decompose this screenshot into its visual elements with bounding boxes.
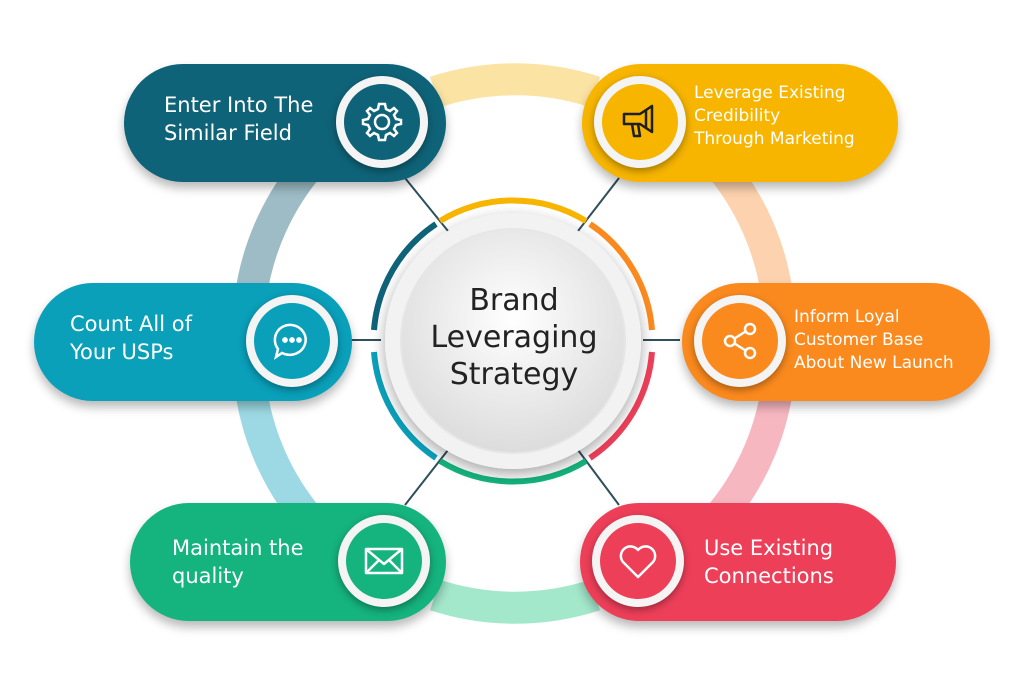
inner-arc-bottom-left: [371, 351, 438, 461]
icon-badge: [694, 295, 786, 387]
inner-arc-top: [438, 197, 588, 224]
envelope-icon: [346, 523, 422, 599]
icon-badge: [246, 295, 338, 387]
ring-segment-bottom: [430, 579, 600, 624]
icon-badge: [594, 76, 686, 168]
item-label: Leverage Existing Credibility Through Ma…: [694, 83, 855, 149]
megaphone-icon: [602, 84, 678, 160]
inner-arc-top-left: [371, 221, 438, 331]
inner-arc-bottom-right: [588, 351, 655, 461]
item-use-connections: Use Existing Connections: [580, 503, 896, 621]
item-label: Count All of Your USPs: [70, 312, 192, 364]
item-count-usps: Count All of Your USPs: [34, 283, 352, 401]
icon-badge: [336, 76, 428, 168]
item-label: Enter Into The Similar Field: [164, 93, 314, 145]
connector-line: [577, 449, 620, 506]
heart-icon: [600, 523, 676, 599]
share-icon: [702, 303, 778, 379]
icon-badge: [592, 515, 684, 607]
center-title: Brand Leveraging Strategy: [430, 283, 598, 392]
item-label: Inform Loyal Customer Base About New Lau…: [794, 307, 954, 373]
center-disc: [400, 228, 626, 454]
item-leverage-credibility: Leverage Existing Credibility Through Ma…: [582, 64, 898, 182]
inner-arc-bottom: [438, 458, 588, 485]
chat-bubble-icon: [254, 303, 330, 379]
item-maintain-quality: Maintain the quality: [130, 503, 446, 621]
item-label: Use Existing Connections: [704, 536, 834, 588]
item-inform-customer-base: Inform Loyal Customer Base About New Lau…: [682, 283, 990, 401]
item-label: Maintain the quality: [172, 536, 304, 588]
inner-arc-top-right: [588, 221, 655, 331]
connector-line: [404, 449, 449, 506]
ring-segment-top: [430, 63, 600, 108]
icon-badge: [338, 515, 430, 607]
item-enter-similar-field: Enter Into The Similar Field: [124, 64, 446, 182]
gear-icon: [344, 84, 420, 160]
